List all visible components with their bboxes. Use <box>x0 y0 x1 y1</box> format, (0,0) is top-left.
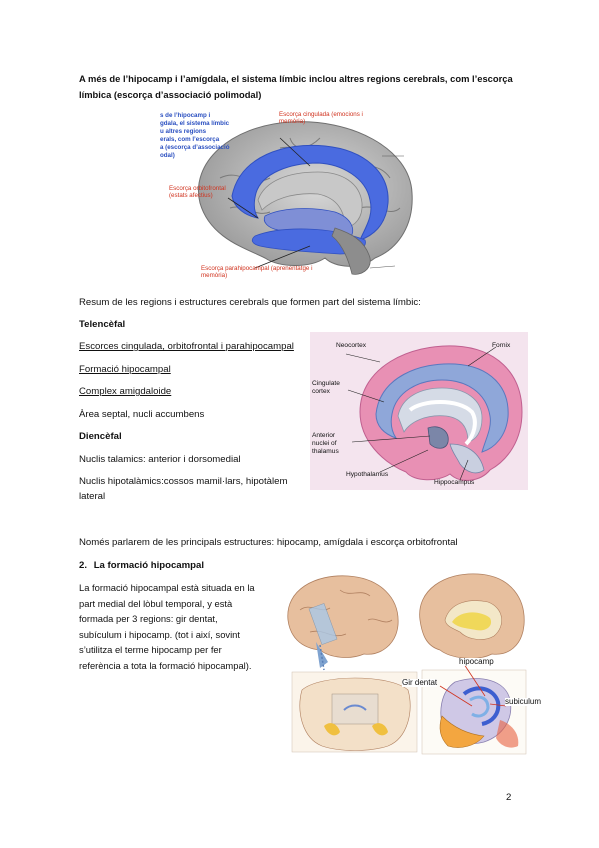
list-item-hypothalamic-nuclei-cont: lateral <box>79 491 106 502</box>
body-line: referència a tota la formació hipocampal… <box>79 659 252 671</box>
heading-diencephalon: Diencèfal <box>79 431 122 442</box>
label-anterior-nuclei: Anterior nuclei of thalamus <box>312 432 339 455</box>
label-orbitofrontal-cortex: Escorça orbitofrontal (estats afectius) <box>169 185 226 199</box>
label-neocortex: Neocortex <box>336 342 367 349</box>
summary-intro: Resum de les regions i estructures cereb… <box>79 297 421 308</box>
label-hippocampus-red: hipocamp <box>459 657 494 666</box>
body-line: part medial del lòbul temporal, y està <box>79 597 233 609</box>
list-item-cortices: Escorces cingulada, orbitofrontal i para… <box>79 341 294 352</box>
list-item-thalamic-nuclei: Nuclis talamics: anterior i dorsomedial <box>79 454 241 465</box>
hippocampus-illustration <box>287 573 527 755</box>
section-number: 2. <box>79 560 88 571</box>
hippocampal-formation-figure: hipocamp Gir dentat subiculum <box>280 570 542 760</box>
scope-note: Només parlarem de les principals estruct… <box>79 537 458 548</box>
list-item-hippocampal-formation: Formació hipocampal <box>79 364 171 375</box>
label-hypothalamus: Hypothalamus <box>346 471 389 478</box>
limbic-diagram-illustration <box>310 332 528 490</box>
section-title: La formació hipocampal <box>93 560 205 571</box>
page-number: 2 <box>506 792 512 803</box>
fig1-overlay-line: s de l’hipocamp i <box>160 112 211 119</box>
label-fornix: Fornix <box>492 342 511 349</box>
label-dentate-gyrus: Gir dentat <box>402 678 438 687</box>
fig1-overlay-line: u altres regions <box>160 128 207 135</box>
fig1-overlay-line: gdala, el sistema límbic <box>160 120 230 127</box>
heading-telencephalon: Telencèfal <box>79 319 126 330</box>
label-parahippocampal-cortex: Escorça parahipocampal (aprenentatge i m… <box>201 265 313 279</box>
label-hippocampus: Hippocampus <box>434 479 475 486</box>
label-cingulate-cortex: Cingulate cortex <box>312 380 340 395</box>
fig1-overlay-line: a (escorça d’associació <box>160 144 230 151</box>
label-subiculum: subiculum <box>505 697 542 706</box>
label-cingulate-cortex: Escorça cingulada (emocions i memòria) <box>279 111 363 125</box>
fig1-overlay-line: odal) <box>160 152 175 159</box>
body-line: La formació hipocampal està situada en l… <box>79 582 255 593</box>
section-heading: 2. La formació hipocampal <box>79 558 204 573</box>
list-item-septal-area: Àrea septal, nucli accumbens <box>79 409 205 420</box>
body-line: subículum i hipocamp. (tot i així, sovin… <box>79 628 241 640</box>
list-item-hypothalamic-nuclei: Nuclis hipotalàmics:cossos mamil·lars, h… <box>79 476 288 487</box>
body-line: s’utilitza el terme hipocamp per fer <box>79 644 222 655</box>
limbic-cortex-figure: s de l’hipocamp i gdala, el sistema límb… <box>160 108 425 288</box>
list-item-amygdaloid-complex: Complex amigdaloide <box>79 386 172 397</box>
body-paragraph: La formació hipocampal està situada en l… <box>79 580 275 673</box>
fig1-overlay-line: erals, com l’escorça <box>160 136 220 143</box>
brain-medial-illustration <box>198 121 413 275</box>
limbic-system-figure: Neocortex Fornix Cingulate cortex Anteri… <box>310 332 528 490</box>
intro-paragraph: A més de l’hipocamp i l’amígdala, el sis… <box>79 73 513 100</box>
body-line: formada per 3 regions: gir dentat, <box>79 613 218 624</box>
